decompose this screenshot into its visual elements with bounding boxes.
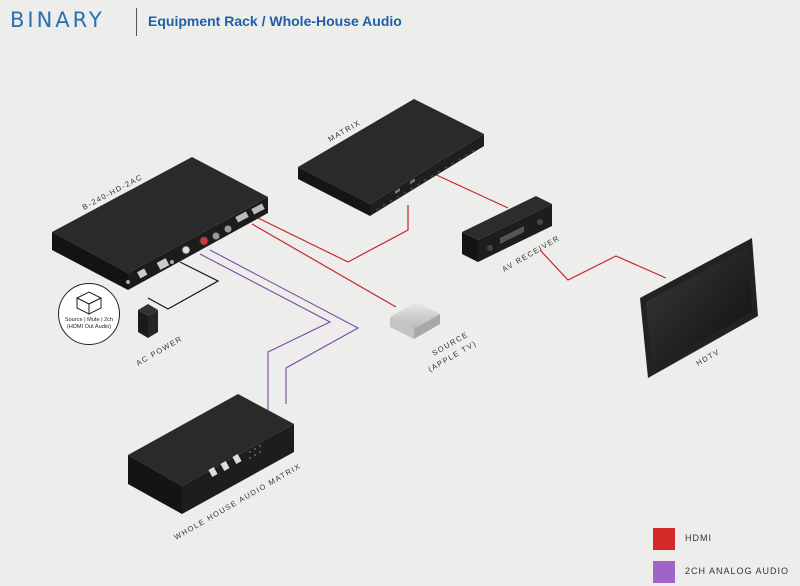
matrix-device (298, 99, 484, 216)
header-divider (136, 8, 137, 36)
b240-device (52, 157, 268, 290)
legend-hdmi-label: HDMI (685, 533, 712, 543)
whole-house-audio-matrix-device (128, 394, 294, 514)
callout-line1: Source | Mute | 2ch (64, 317, 114, 323)
legend-audio-swatch (653, 561, 675, 583)
callout-line2: (HDMI Out Audio) (66, 324, 112, 330)
source-device (390, 302, 440, 339)
binary-logo: BINARY (10, 8, 105, 32)
audio-mode-switch-callout: Source | Mute | 2ch (HDMI Out Audio) (58, 283, 120, 345)
callout-text: Source | Mute | 2ch (HDMI Out Audio) (59, 317, 119, 331)
page-title: Equipment Rack / Whole-House Audio (148, 13, 402, 29)
ac-power-cord (147, 261, 220, 310)
switch-icon (75, 291, 103, 315)
hdtv-device (640, 238, 758, 378)
legend-hdmi-swatch (653, 528, 675, 550)
hdmi-cable-receiver-to-hdtv (539, 249, 667, 281)
hdmi-cables (251, 171, 667, 308)
ac-power-label: AC POWER (135, 334, 185, 368)
hdmi-cable-b240-to-matrix (257, 205, 409, 263)
av-receiver-device (462, 196, 552, 262)
hdmi-cable-matrix-to-receiver (429, 171, 509, 209)
hdmi-cable-b240-to-source (251, 223, 397, 308)
header: BINARY Equipment Rack / Whole-House Audi… (0, 0, 800, 44)
hdtv-label: HDTV (695, 347, 722, 368)
audio-cables (199, 249, 360, 410)
audio-cable-1 (209, 249, 360, 404)
legend-audio-label: 2CH ANALOG AUDIO (685, 566, 790, 576)
ac-power-adapter (138, 304, 158, 338)
audio-cable-2 (199, 253, 332, 410)
